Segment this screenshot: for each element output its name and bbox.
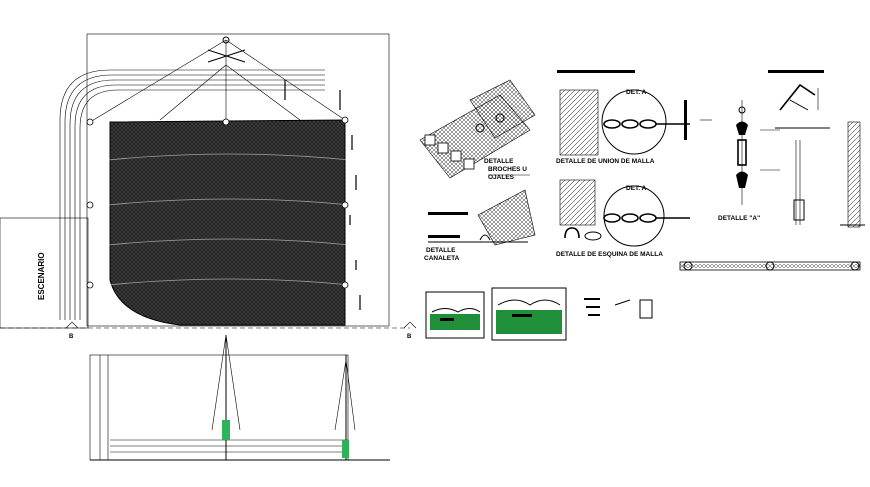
canaleta-line2: CANALETA (424, 255, 460, 262)
green-fill-right (496, 310, 562, 334)
plot-boundary (86, 33, 390, 327)
broches-line3: OJALES (488, 174, 515, 181)
annotation-marks (584, 298, 653, 319)
thimble-icon (584, 231, 602, 241)
detail-union: DET. A DETALLE DE UNION DE MALLA (556, 70, 690, 165)
det-a-upper: DET. A (626, 89, 647, 96)
green-fill-left (430, 314, 480, 330)
grid-marker-right-label: B (407, 334, 412, 340)
shackle-icon (564, 227, 580, 239)
broches-line2: BROCHES U (488, 166, 527, 173)
esquina-title: DETALLE DE ESQUINA DE MALLA (556, 251, 663, 258)
mesh-canopy (109, 119, 346, 326)
cable-strip (679, 261, 861, 271)
detail-small-bracket (768, 70, 824, 111)
grid-marker-left-label: B (69, 334, 74, 340)
mast-base-left (222, 420, 230, 440)
mast-base-right (342, 440, 349, 458)
mast-cables (89, 39, 346, 123)
broches-line1: DETALLE (484, 158, 514, 165)
curved-lanes (59, 69, 325, 320)
canaleta-line1: DETALLE (426, 247, 456, 254)
chain-links-lower (603, 213, 690, 223)
detail-esquina: DET. A DETALLE DE ESQUINA DE MALLA (556, 179, 690, 258)
elevation-view (89, 334, 390, 461)
detalle-a-title: DETALLE "A" (718, 215, 760, 222)
elevation-frame (89, 354, 349, 461)
chain-links-upper (603, 119, 690, 129)
section-panel-left (425, 291, 485, 339)
mast-top-icon (207, 36, 246, 63)
mast-left (211, 334, 241, 460)
detail-canaleta: DETALLE CANALETA (424, 189, 536, 262)
pole-section (775, 121, 865, 228)
section-panel-right (491, 287, 567, 341)
mast-right (334, 355, 356, 460)
right-annotations (284, 80, 361, 310)
anchor-points (86, 116, 349, 289)
mesh-cables (107, 153, 351, 286)
detail-a-turnbuckle: DETALLE "A" (700, 100, 780, 222)
stage-label: ESCENARIO (37, 252, 46, 300)
union-title: DETALLE DE UNION DE MALLA (556, 158, 655, 165)
grid-marker-right: B (403, 321, 417, 340)
detail-broches: DETALLE BROCHES U OJALES (419, 79, 536, 181)
grid-marker-left: B (65, 321, 79, 340)
site-plan: ESCENARIO B B (0, 33, 417, 340)
det-a-lower: DET. A (626, 185, 647, 192)
